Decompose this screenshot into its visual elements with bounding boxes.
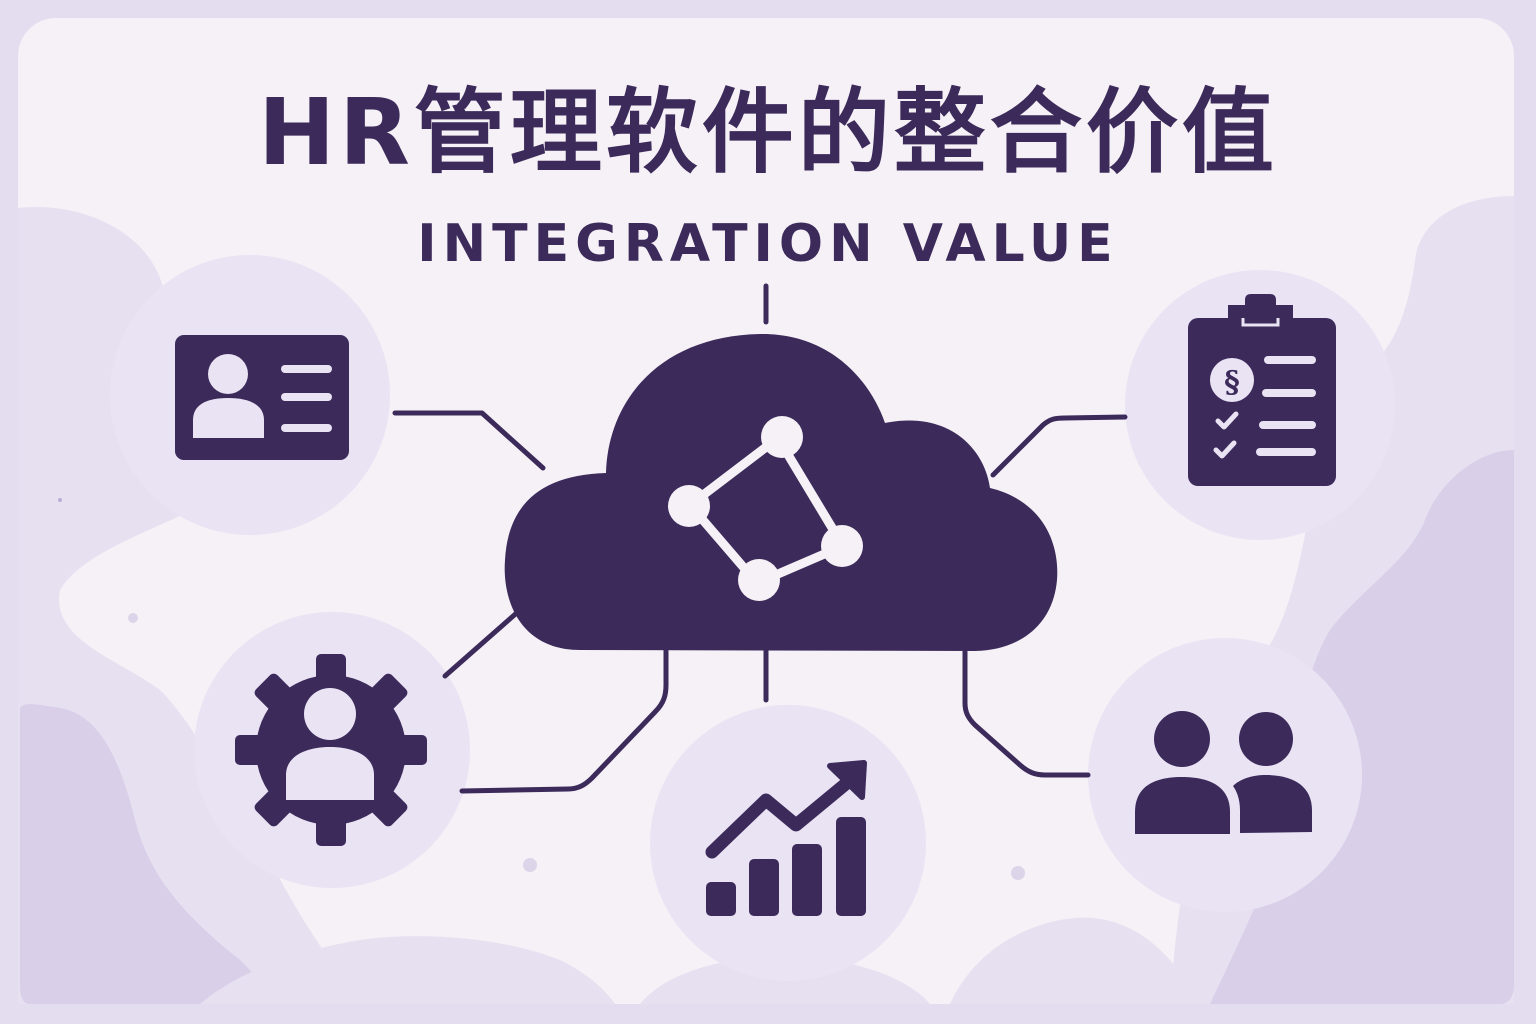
- connector-lines: [392, 283, 1128, 794]
- gear-user-icon: [235, 654, 427, 846]
- decorative-dot: [1011, 866, 1025, 880]
- connector-hr-settings-lower: [459, 647, 669, 794]
- background-blob-bottom-left: [200, 936, 615, 1004]
- node-circle-growth-analytics: [650, 705, 926, 981]
- decorative-dot: [58, 498, 62, 502]
- bar-chart-growth-icon: [705, 760, 867, 916]
- node-circle-team: [1088, 638, 1362, 912]
- background-blob-bottom-right: [950, 917, 1200, 1004]
- decorative-dot: [128, 613, 138, 623]
- connector-team: [962, 647, 1091, 778]
- clipboard-checklist-icon: §: [1188, 294, 1336, 486]
- decorative-dot: [523, 858, 537, 872]
- svg-text:§: §: [1224, 365, 1240, 400]
- cloud-network-icon: [504, 333, 1058, 651]
- page-subtitle: INTEGRATION VALUE: [417, 214, 1119, 274]
- connector-checklist: [990, 414, 1128, 478]
- users-group-icon: [1135, 711, 1312, 834]
- page-title: HR管理软件的整合价值: [258, 79, 1278, 186]
- background-blob-left-dark: [20, 704, 285, 1004]
- id-card-icon: [175, 335, 349, 460]
- connector-employee-profile: [392, 410, 546, 471]
- connector-hr-settings-upper: [442, 607, 523, 679]
